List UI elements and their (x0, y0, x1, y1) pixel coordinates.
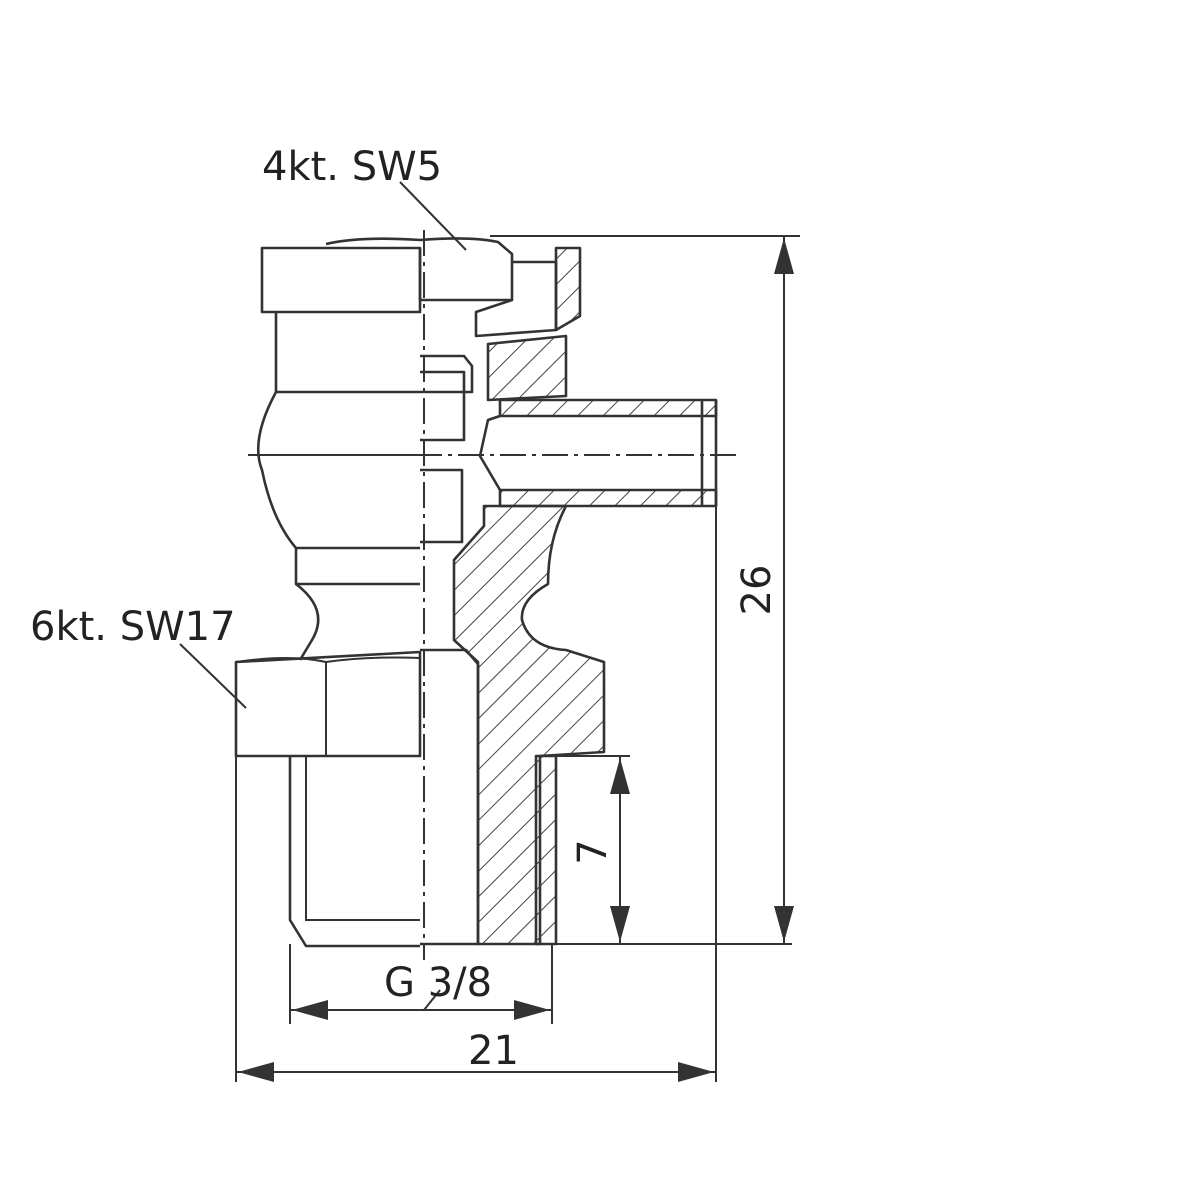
threaded-stem (288, 756, 420, 948)
lower-neck (294, 548, 420, 586)
dimension-depth (556, 755, 630, 944)
body-section (452, 504, 606, 946)
inner-bore-upper (420, 468, 464, 544)
hex-nut-label: 6kt. SW17 (30, 604, 236, 650)
cap-wall-section (554, 246, 582, 332)
arrow-down (774, 906, 794, 942)
hex-socket-leader (399, 181, 467, 251)
socket-bore-lower (420, 370, 466, 442)
outlet-tube-lower-wall (498, 488, 718, 508)
dimension-width (235, 506, 717, 1082)
hex-nut-top-chamfer (235, 656, 421, 664)
depth-label: 7 (570, 839, 616, 864)
hex-nut (234, 650, 422, 758)
hex-socket-label: 4kt. SW5 (262, 144, 442, 190)
dimension-height (490, 235, 800, 945)
cap-inner (474, 260, 558, 338)
height-label: 26 (734, 565, 780, 616)
outlet-tube-end (700, 400, 718, 506)
inner-bore (420, 648, 480, 946)
socket-head-top-chamfer (325, 237, 514, 302)
thread-root-line (305, 756, 420, 921)
outlet-tube-upper-wall (498, 398, 718, 418)
swivel-ball (256, 391, 420, 550)
section-view (420, 246, 718, 946)
groove (295, 582, 320, 661)
hex-nut-leader (179, 643, 247, 709)
dimension-thread (289, 944, 553, 1024)
thread-label: G 3/8 (384, 960, 492, 1006)
thread-relief (534, 754, 558, 946)
arrow-up (774, 238, 794, 274)
upper-neck (274, 312, 420, 394)
width-label: 21 (468, 1028, 519, 1074)
socket-head (260, 246, 422, 314)
upper-body-section (486, 334, 568, 402)
outlet-tube-bore (478, 414, 502, 491)
socket-bore (420, 354, 474, 394)
